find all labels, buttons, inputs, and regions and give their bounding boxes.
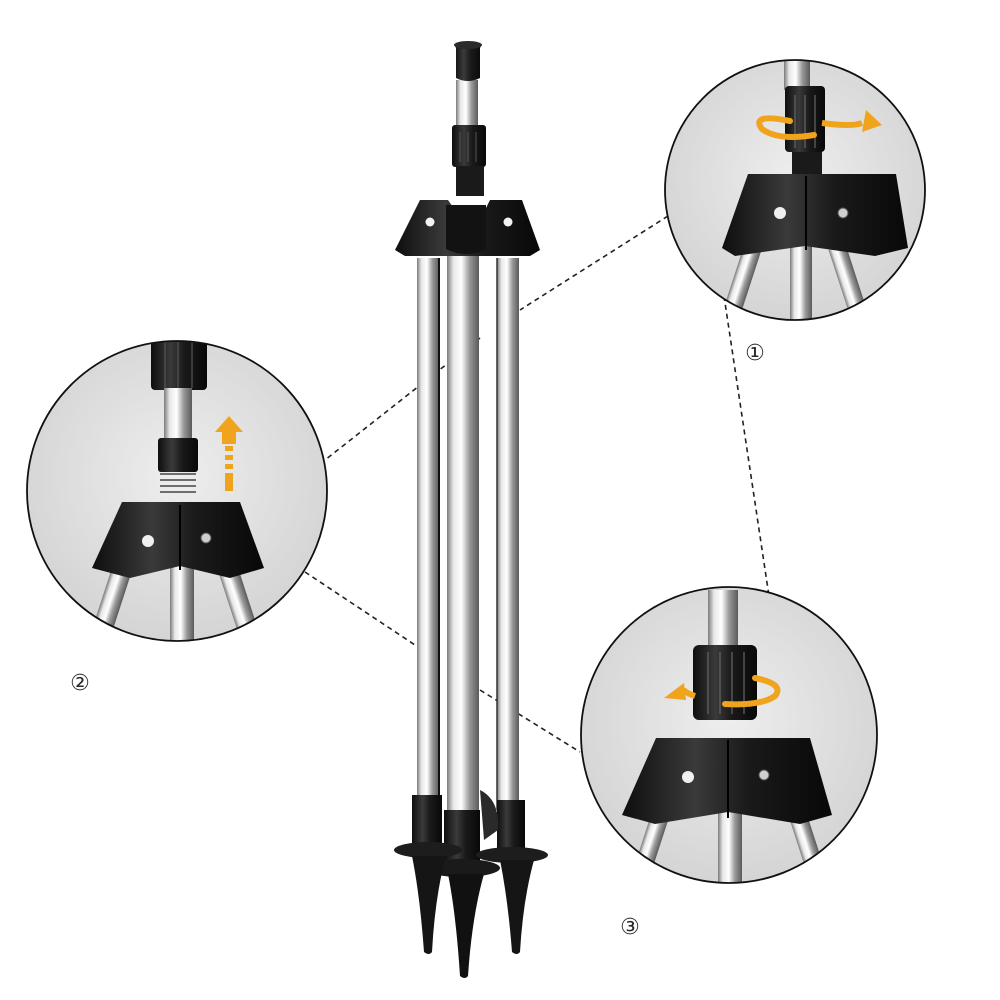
- callout-2-pull-up: [27, 341, 327, 641]
- callout-3-rotate-counterclockwise: [581, 587, 877, 883]
- callout-label-2: ②: [70, 671, 90, 696]
- callout-label-1: ①: [745, 341, 765, 366]
- callout-1-rotate-clockwise: [665, 60, 925, 320]
- tripod-stand: [394, 41, 548, 978]
- callout-label-3: ③: [620, 915, 640, 940]
